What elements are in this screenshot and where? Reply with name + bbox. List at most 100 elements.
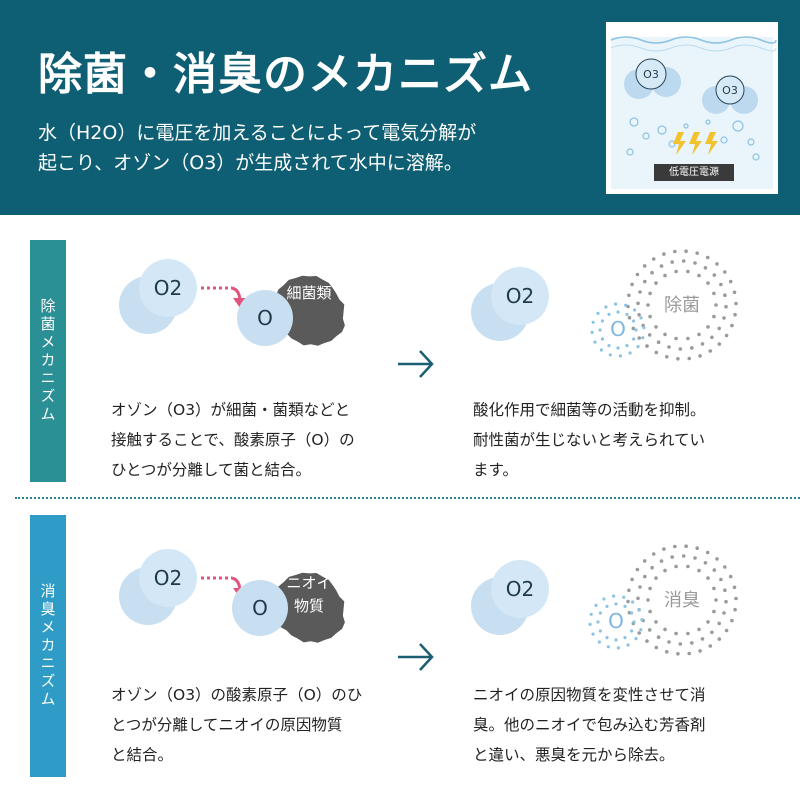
dot <box>651 552 656 556</box>
dot <box>714 303 718 307</box>
dot <box>673 544 677 549</box>
dot <box>593 340 597 344</box>
dot <box>654 325 658 329</box>
text-line: オゾン（O3）が細菌・菌類などと <box>111 401 351 419</box>
dot <box>642 559 647 563</box>
dot <box>625 312 629 316</box>
dot <box>697 332 701 337</box>
dot <box>641 336 645 340</box>
header-subtitle: 水（H2O）に電圧を加えることによって電気分解が 起こり、オゾン（O3）が生成さ… <box>38 118 476 178</box>
dot <box>605 636 609 640</box>
dot <box>674 269 678 274</box>
dot <box>625 344 629 348</box>
dot <box>598 328 602 332</box>
dot <box>636 345 640 349</box>
dot <box>723 565 727 569</box>
dot <box>681 259 686 263</box>
o2-label: O2 <box>154 276 182 300</box>
dot <box>630 282 634 287</box>
dot <box>667 640 671 644</box>
dot <box>733 312 737 317</box>
dot <box>646 598 650 602</box>
text-line: 接触することで、酸素原子（O）の <box>111 431 355 449</box>
dot <box>634 328 638 332</box>
dot <box>715 262 719 266</box>
text-line: 酸化作用で細菌等の活動を抑制。 <box>473 401 706 419</box>
dot <box>678 347 683 351</box>
dot <box>712 291 716 296</box>
dot <box>676 357 680 361</box>
dot <box>732 585 737 590</box>
dot <box>618 354 623 358</box>
o-atom-2 <box>491 267 549 325</box>
dot <box>637 313 641 317</box>
dot <box>717 621 721 626</box>
dot <box>733 607 737 612</box>
dot <box>638 290 642 294</box>
dot <box>706 620 710 624</box>
step-arrow-icon <box>398 350 434 378</box>
text-line: と違い、悪臭を元から除去。 <box>473 746 675 764</box>
dot <box>648 609 652 614</box>
dot <box>662 547 666 551</box>
dot <box>663 273 667 278</box>
dot <box>670 555 674 559</box>
small-bubbles <box>626 117 760 161</box>
o3-molecule-right: O3 <box>702 75 758 114</box>
dot <box>654 620 658 624</box>
dot <box>608 353 612 357</box>
subtitle-line-1: 水（H2O）に電圧を加えることによって電気分解が <box>38 122 477 144</box>
dot <box>695 546 699 550</box>
dot <box>714 598 718 602</box>
dot <box>724 333 729 338</box>
dot <box>636 301 640 306</box>
dot <box>663 627 667 632</box>
dot <box>706 325 710 329</box>
dot <box>594 603 598 608</box>
bacteria-label: 細菌類 <box>286 284 331 302</box>
dot <box>596 620 600 624</box>
dot <box>703 561 708 565</box>
text-line: オゾン（O3）の酸素原子（O）のひ <box>111 686 363 704</box>
o-atom-2 <box>139 549 197 607</box>
dot <box>591 320 595 324</box>
dot <box>730 618 734 623</box>
dot <box>686 631 690 636</box>
dot <box>712 609 716 614</box>
dot <box>712 314 716 319</box>
sterilization-step2-text: 酸化作用で細菌等の活動を抑制。 耐性菌が生じないと考えられてい ます。 <box>473 395 706 485</box>
dot <box>656 340 661 345</box>
dot <box>717 342 722 346</box>
dot <box>631 600 635 604</box>
dot <box>648 314 652 319</box>
dot <box>697 568 701 573</box>
dot <box>673 249 677 254</box>
dot <box>687 651 691 656</box>
o-label: O <box>257 306 273 330</box>
dot <box>647 333 652 337</box>
dot <box>693 556 697 560</box>
dot <box>630 577 634 582</box>
dot <box>665 355 669 359</box>
dot <box>643 279 647 284</box>
power-source-label: 低電圧電源 <box>654 164 734 181</box>
dot <box>719 282 723 287</box>
o-label: O <box>608 609 624 633</box>
dot <box>654 645 659 650</box>
dot <box>623 604 627 609</box>
dot <box>616 310 620 314</box>
dot <box>728 279 733 284</box>
deodorization-step2: O2 消臭 O <box>471 544 738 656</box>
dot <box>712 273 717 277</box>
o-atom-single <box>237 290 293 346</box>
dot <box>614 638 618 642</box>
o-dotted-circle <box>590 302 646 358</box>
dot <box>686 564 690 569</box>
dot <box>732 290 737 295</box>
dot <box>639 316 643 320</box>
odor-substance-blob <box>273 572 345 643</box>
dot <box>650 270 654 275</box>
o-label: O <box>252 596 268 620</box>
dot <box>651 257 656 261</box>
